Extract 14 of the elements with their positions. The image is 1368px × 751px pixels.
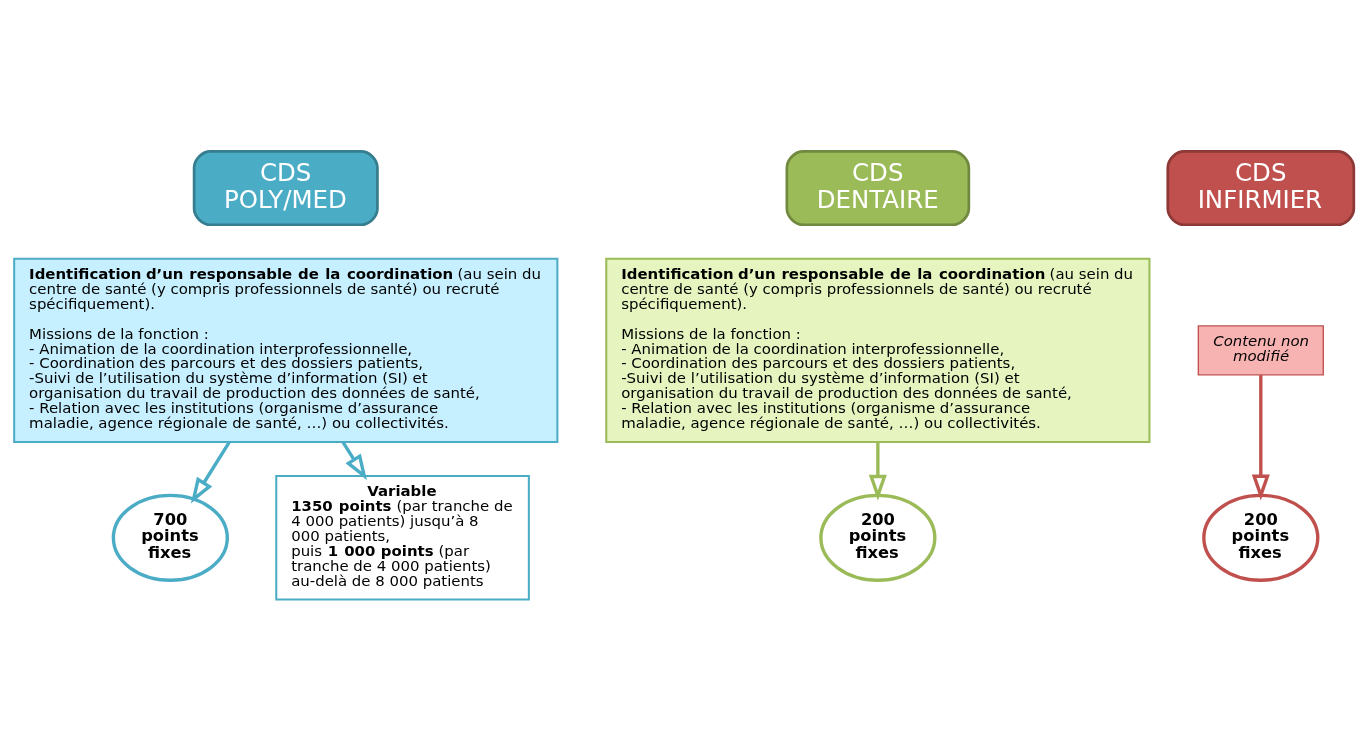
node-box: Contenu non modifié (1197, 325, 1324, 376)
node-box: CDS INFIRMIER (1166, 150, 1356, 227)
arrow (868, 442, 887, 501)
node-ellipse: 700 points fixes (111, 493, 229, 582)
arrow (341, 441, 367, 481)
arrow (1251, 375, 1270, 501)
arrow (190, 441, 231, 504)
node-box: Identification d’un responsable de la coordination (au sein du centre de santé (y compris professionnels de santé) ou recruté spécifiquement). Missions de la fonction : - Animation de la coordination interprofessionnelle, - Coordination des parcours et des dossiers patients, -Suivi de l’utilisation du système d’information (SI) et organisation du travail de production des données de santé, - Relation avec les institutions (organisme d’assurance maladie, agence régionale de santé, …) ou collectivités. (605, 257, 1151, 444)
node-box: CDS POLY/MED (192, 150, 379, 227)
node-box: Variable 1350 points (par tranche de 4 000 patients) jusqu’à 8 000 patients, puis 1 000 points (par tranche de 4 000 patients) au-delà de 8 000 patients (275, 474, 530, 601)
node-box: Identification d’un responsable de la coordination (au sein du centre de santé (y compris professionnels de santé) ou recruté spécifiquement). Missions de la fonction : - Animation de la coordination interprofessionnelle, - Coordination des parcours et des dossiers patients, -Suivi de l’utilisation du système d’information (SI) et organisation du travail de production des données de santé, - Relation avec les institutions (organisme d’assurance maladie, agence régionale de santé, …) ou collectivités. (13, 257, 559, 444)
node-box: CDS DENTAIRE (785, 150, 971, 227)
node-ellipse: 200 points fixes (819, 493, 937, 582)
node-ellipse: 200 points fixes (1202, 493, 1320, 582)
